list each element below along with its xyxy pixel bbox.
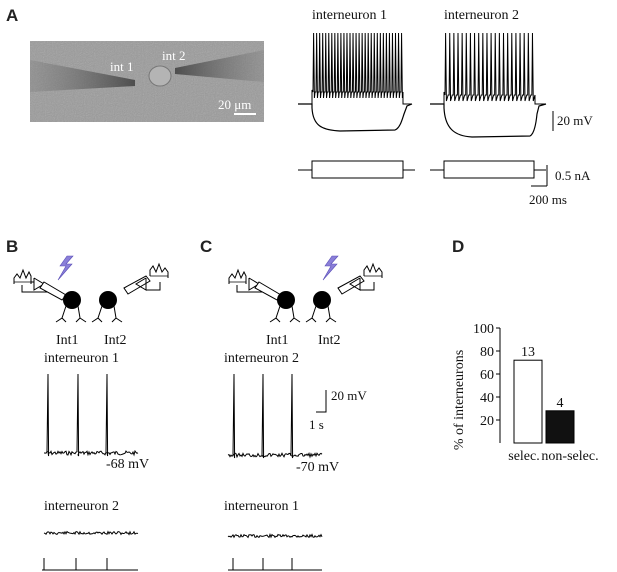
panel-c-bottom-title: interneuron 1 <box>224 499 299 514</box>
panel-c-bottom-trace <box>227 533 323 539</box>
panel-c-top-trace <box>227 373 323 459</box>
amplifier-icon-2 <box>135 277 147 291</box>
pipette-icon <box>39 281 67 301</box>
panel-b-top-potential: -68 mV <box>106 457 149 472</box>
panel-a-trace1-title: interneuron 1 <box>312 8 387 23</box>
bar-chart: % of interneurons 20 40 60 80 100 13 selec. 4 n… <box>452 322 599 464</box>
y-axis-label: % of interneurons <box>452 350 467 450</box>
interneuron2-spike-train <box>430 32 546 105</box>
scale-label-current: 0.5 nA <box>555 168 591 183</box>
panel-label-c: C <box>200 237 212 256</box>
panel-b-bottom-title: interneuron 2 <box>44 499 119 514</box>
bar-non-selective <box>545 410 575 444</box>
y-tick-label: 100 <box>473 322 494 337</box>
bar-count-label: 13 <box>521 345 535 360</box>
current-step-2 <box>430 160 546 179</box>
scale-bar-c <box>316 390 327 413</box>
panel-b-schematic <box>13 255 169 323</box>
panel-c-top-title: interneuron 2 <box>224 351 299 366</box>
bar-selective <box>513 359 543 444</box>
panel-b-cell2-label: Int2 <box>104 333 127 348</box>
pipette-icon-3 <box>254 281 282 301</box>
scale-label-voltage-a: 20 mV <box>557 113 593 128</box>
y-tick-label: 20 <box>480 414 494 429</box>
panel-b-bottom-trace <box>43 530 139 536</box>
scale-label-time-a: 200 ms <box>529 192 567 207</box>
category-label: selec. <box>508 449 539 464</box>
panel-b-top-trace <box>44 373 139 457</box>
lightning-icon-2 <box>322 255 339 281</box>
scale-label-voltage-c: 20 mV <box>331 388 367 403</box>
panel-label-a: A <box>6 6 18 25</box>
interneuron2-response-trace <box>430 32 547 138</box>
pipette-right <box>175 50 264 82</box>
category-label: non-selec. <box>541 449 598 464</box>
neuron-int2-icon <box>99 291 117 309</box>
amplifier-icon-3 <box>248 277 260 291</box>
interneuron2-hyperpolarization <box>430 103 547 138</box>
panel-label-d: D <box>452 237 464 256</box>
panel-b-top-title: interneuron 1 <box>44 351 119 366</box>
panel-c-schematic <box>228 255 383 323</box>
interneuron1-response-trace <box>298 32 413 132</box>
neuron-int2-icon-c <box>313 291 331 309</box>
panel-c-cell1-label: Int1 <box>266 333 289 348</box>
panel-a-trace2-title: interneuron 2 <box>444 8 519 23</box>
y-tick-label: 40 <box>480 391 494 406</box>
bar-count-label: 4 <box>557 396 564 411</box>
amplifier-trace-icon-3 <box>228 268 247 284</box>
y-tick-label: 80 <box>480 345 494 360</box>
amplifier-trace-icon-4 <box>363 262 383 278</box>
current-step-1 <box>298 160 415 179</box>
micrograph-scale-label: 20 μm <box>218 97 251 112</box>
panel-b-stimulus-markers <box>42 558 138 571</box>
panel-label-b: B <box>6 237 18 256</box>
interneuron1-spike-train <box>298 32 412 105</box>
micrograph-label-int2: int 2 <box>162 48 185 63</box>
amplifier-icon-4 <box>349 277 361 291</box>
cell-body <box>148 65 172 87</box>
scale-label-time-c: 1 s <box>309 417 324 432</box>
amplifier-icon <box>33 277 45 291</box>
panel-b-cell1-label: Int1 <box>56 333 79 348</box>
y-tick-label: 60 <box>480 368 494 383</box>
neuron-int1-icon <box>63 291 81 309</box>
panel-c-cell2-label: Int2 <box>318 333 341 348</box>
amplifier-trace-icon-2 <box>149 262 169 278</box>
micrograph-label-int1: int 1 <box>110 59 133 74</box>
amplifier-trace-icon <box>13 268 32 284</box>
panel-c-stimulus-markers <box>228 558 322 571</box>
pipette-left <box>30 60 135 92</box>
neuron-int1-icon-c <box>277 291 295 309</box>
lightning-icon <box>57 255 74 281</box>
panel-c-top-potential: -70 mV <box>296 460 339 475</box>
interneuron1-hyperpolarization <box>298 103 413 132</box>
micrograph: int 1 int 2 20 μm <box>30 41 264 122</box>
